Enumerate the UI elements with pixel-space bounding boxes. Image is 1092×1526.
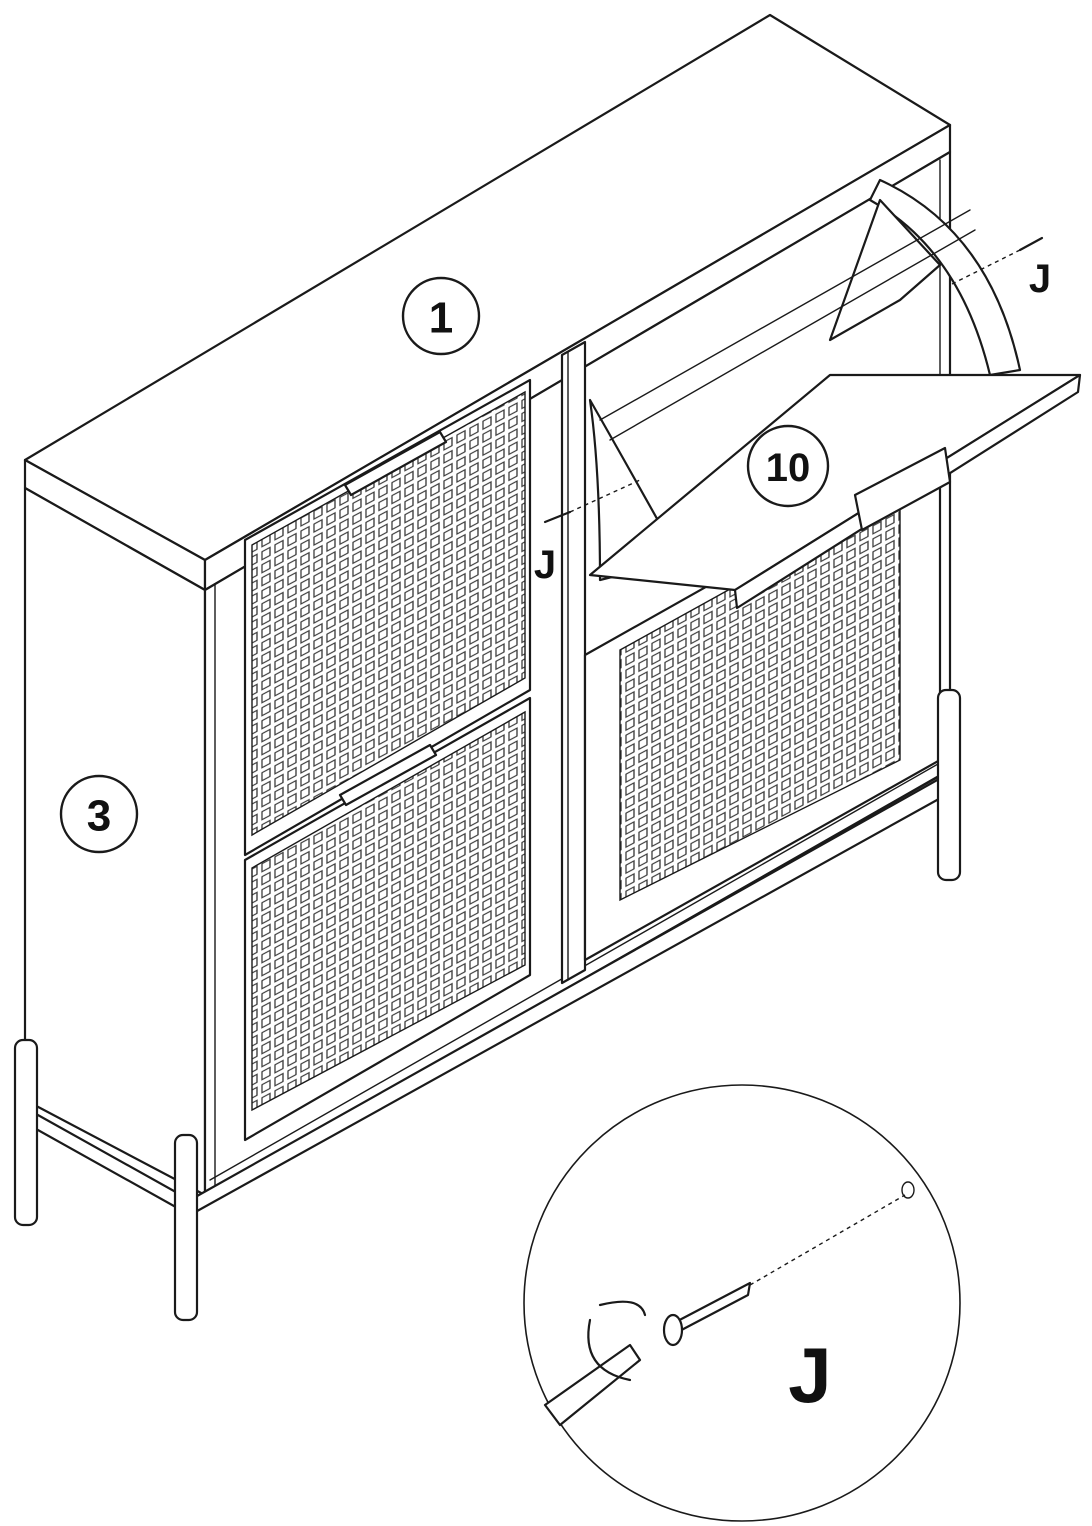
screw-j-right [949, 236, 1044, 286]
screwdriver-icon [543, 1300, 647, 1427]
callout-part-10: 10 [746, 424, 830, 508]
flip-door-open [588, 178, 1082, 610]
screw-j-left [543, 479, 641, 524]
screw-label-right: J [1029, 257, 1051, 301]
svg-text:10: 10 [766, 446, 811, 490]
leg-front-left [13, 1038, 39, 1227]
svg-text:1: 1 [429, 294, 453, 343]
callout-part-1: 1 [401, 276, 481, 356]
left-bottom-door [243, 696, 532, 1142]
screw-label-detail: J [788, 1331, 831, 1419]
detail-magnifier [523, 1084, 961, 1522]
screw-detail-icon [662, 1281, 752, 1347]
leg-front-right [173, 1133, 199, 1322]
center-divider [560, 340, 587, 985]
leg-back-right [936, 688, 962, 882]
screw-label-left: J [534, 543, 556, 587]
left-top-door [243, 378, 532, 857]
callout-part-3: 3 [59, 774, 139, 854]
svg-text:3: 3 [87, 792, 111, 841]
